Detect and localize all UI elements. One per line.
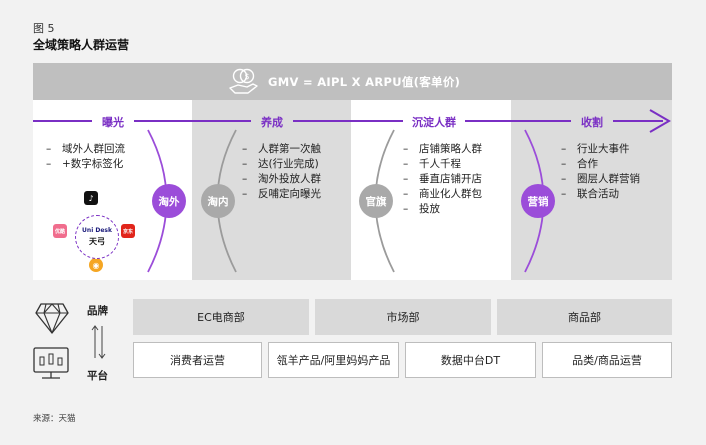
formula-banner bbox=[33, 63, 672, 100]
uni-desk-label: Uni Desk bbox=[82, 227, 112, 234]
circle-marketing: 营销 bbox=[521, 184, 555, 218]
stage-label-harvest: 收割 bbox=[571, 114, 613, 130]
list-item: 店铺策略人群 bbox=[403, 142, 513, 157]
bullets-exposure: 域外人群回流 +数字标签化 bbox=[46, 142, 156, 172]
list-item: 商业化人群包 bbox=[403, 187, 513, 202]
circle-outside-taobao: 淘外 bbox=[152, 184, 186, 218]
circle-flagship: 官旗 bbox=[359, 184, 393, 218]
team-products: 瓴羊产品/阿里妈妈产品 bbox=[268, 342, 399, 378]
list-item: +数字标签化 bbox=[46, 157, 156, 172]
list-item: 投放 bbox=[403, 202, 513, 217]
up-down-arrows-icon bbox=[91, 325, 106, 359]
diamond-icon bbox=[35, 303, 69, 334]
team-consumer-ops: 消费者运营 bbox=[133, 342, 262, 378]
coin-hand-icon: $ bbox=[229, 68, 258, 94]
list-item: 人群第一次触 bbox=[242, 142, 352, 157]
formula-text: GMV = AIPL X ARPU值(客单价) bbox=[268, 75, 461, 89]
list-item: 圈层人群营销 bbox=[561, 172, 671, 187]
team-data-platform: 数据中台DT bbox=[405, 342, 536, 378]
list-item: 千人千程 bbox=[403, 157, 513, 172]
svg-text:$: $ bbox=[244, 72, 249, 81]
stage-label-nurture: 养成 bbox=[251, 114, 293, 130]
youku-icon: 优酷 bbox=[53, 224, 67, 238]
dept-ec: EC电商部 bbox=[133, 299, 309, 335]
figure-number: 图 5 bbox=[33, 22, 55, 35]
bullets-harvest: 行业大事件 合作 圈层人群营销 联合活动 bbox=[561, 142, 671, 202]
jd-icon: 京东 bbox=[121, 224, 135, 238]
list-item: 联合活动 bbox=[561, 187, 671, 202]
weibo-icon: ◉ bbox=[89, 258, 103, 272]
list-item: 域外人群回流 bbox=[46, 142, 156, 157]
list-item: 淘外投放人群 bbox=[242, 172, 352, 187]
stage-label-exposure: 曝光 bbox=[92, 114, 134, 130]
dept-marketing: 市场部 bbox=[315, 299, 491, 335]
tiktok-icon: ♪ bbox=[84, 191, 98, 205]
monitor-chart-icon bbox=[33, 347, 69, 379]
uni-desk-logo: Uni Desk 天弓 bbox=[75, 215, 119, 259]
stage-label-settle: 沉淀人群 bbox=[403, 114, 465, 130]
bullets-settle: 店铺策略人群 千人千程 垂直店铺开店 商业化人群包 投放 bbox=[403, 142, 513, 217]
dept-merchandise: 商品部 bbox=[497, 299, 672, 335]
list-item: 行业大事件 bbox=[561, 142, 671, 157]
figure-title: 全域策略人群运营 bbox=[33, 38, 130, 52]
bullets-nurture: 人群第一次触 达(行业完成) 淘外投放人群 反哺定向曝光 bbox=[242, 142, 352, 202]
circle-inside-taobao: 淘内 bbox=[201, 184, 235, 218]
list-item: 垂直店铺开店 bbox=[403, 172, 513, 187]
list-item: 合作 bbox=[561, 157, 671, 172]
list-item: 反哺定向曝光 bbox=[242, 187, 352, 202]
source-note: 来源：天猫 bbox=[33, 414, 76, 424]
uni-desk-cn-label: 天弓 bbox=[89, 237, 105, 246]
list-item: 达(行业完成) bbox=[242, 157, 352, 172]
platform-label: 平台 bbox=[87, 370, 108, 382]
team-category-ops: 品类/商品运营 bbox=[542, 342, 672, 378]
brand-label: 品牌 bbox=[87, 305, 108, 317]
